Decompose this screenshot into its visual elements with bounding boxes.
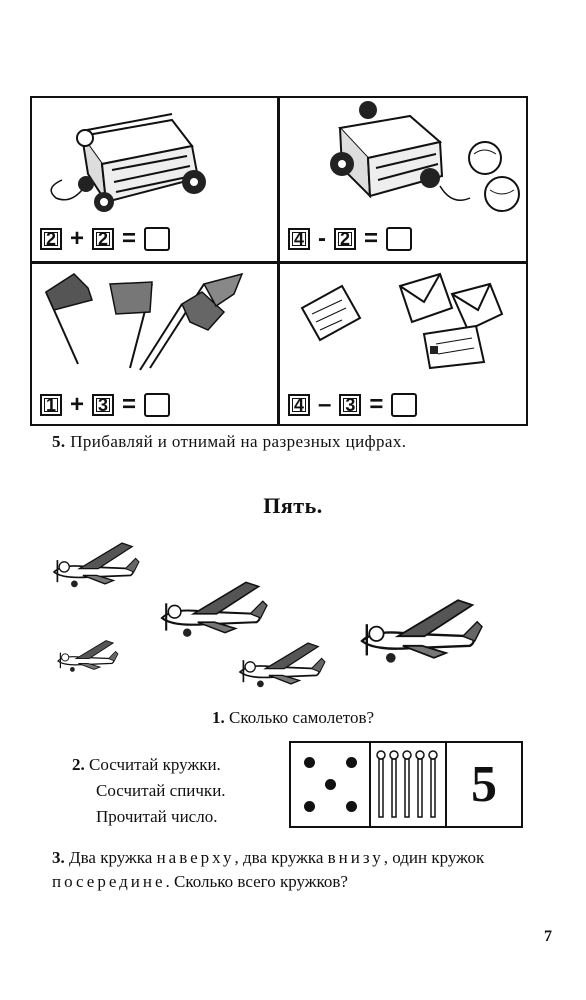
section-heading: Пять. <box>263 493 323 518</box>
dot <box>346 757 357 768</box>
task-text: Прибавляй и отнимай на разрезных цифрах. <box>65 432 407 451</box>
grid-cell-cart-balls: 4 - 2 = <box>280 98 525 261</box>
operator: - <box>318 225 326 252</box>
equals-sign: = <box>122 225 137 252</box>
question-1: 1. Сколько самолетов? <box>0 708 586 728</box>
question-text: , два кружка <box>234 848 328 867</box>
digit-card: 2 <box>92 228 115 250</box>
operator: + <box>70 225 85 252</box>
digit-card: 4 <box>288 228 310 250</box>
operator: – <box>318 391 332 418</box>
digit-card: 2 <box>40 228 62 250</box>
airplane-icon <box>160 581 269 638</box>
grid-cell-cart: 2 + 2 = <box>32 98 277 261</box>
digit-card: 3 <box>92 394 115 416</box>
matchsticks-icon <box>376 750 438 818</box>
question-line: Прочитай число. <box>96 807 218 826</box>
question-text: , один кружок <box>383 848 485 867</box>
digit-card: 3 <box>339 394 362 416</box>
airplane-icon <box>57 639 119 673</box>
dot <box>346 801 357 812</box>
question-line: Сосчитай кружки. <box>84 755 221 774</box>
equals-sign: = <box>364 225 379 252</box>
question-text: Два кружка <box>64 848 157 867</box>
task-number: 5. <box>52 432 66 451</box>
equals-sign: = <box>122 391 137 418</box>
digit-card: 2 <box>334 228 356 250</box>
page-number: 7 <box>544 928 552 945</box>
toy-cart-balls-icon <box>330 101 520 212</box>
operator: + <box>70 391 85 418</box>
equation: 2 + 2 = <box>40 225 171 252</box>
toy-cart-icon <box>50 113 206 212</box>
matches-segment <box>371 743 447 826</box>
number-five: 5 <box>471 756 497 813</box>
envelope-icon <box>300 272 504 370</box>
digit-card: 4 <box>288 394 310 416</box>
flags-icon <box>45 272 244 371</box>
question-2: 2. Сосчитай кружки. Сосчитай спички. Про… <box>72 752 226 830</box>
equals-sign: = <box>369 391 384 418</box>
grid-cell-flags: 1 + 3 = <box>32 264 277 427</box>
question-number: 3. <box>52 848 65 867</box>
question-text: Сколько самолетов? <box>224 708 375 727</box>
exercise-grid: 2 + 2 = 4 - 2 <box>30 96 528 426</box>
spaced-word: посередине <box>52 872 166 891</box>
question-3: 3. Два кружка наверху, два кружка внизу,… <box>52 846 528 894</box>
equation: 4 - 2 = <box>288 225 413 252</box>
question-number: 2. <box>72 755 85 774</box>
equation: 1 + 3 = <box>40 391 171 418</box>
answer-box[interactable] <box>386 227 413 251</box>
dot <box>325 779 336 790</box>
answer-box[interactable] <box>391 393 418 417</box>
grid-divider-horizontal <box>32 261 526 264</box>
question-line: Сосчитай спички. <box>96 781 226 800</box>
grid-cell-envelopes: 4 – 3 = <box>280 264 525 427</box>
answer-box[interactable] <box>144 393 171 417</box>
dot <box>304 801 315 812</box>
spaced-word: наверху <box>156 848 235 867</box>
spaced-word: внизу <box>327 848 384 867</box>
question-number: 1. <box>211 708 225 727</box>
airplane-icon <box>360 599 484 664</box>
airplane-icon <box>239 642 326 689</box>
task-5-instruction: 5. Прибавляй и отнимай на разрезных цифр… <box>52 432 406 452</box>
equation: 4 – 3 = <box>288 391 418 418</box>
airplane-icon <box>53 542 140 589</box>
dot <box>304 757 315 768</box>
question-text: . Сколько всего кружков? <box>165 872 348 891</box>
number-card: 5 <box>289 741 523 828</box>
airplanes-illustration <box>53 542 484 689</box>
dots-segment <box>291 743 371 826</box>
digit-segment: 5 <box>447 743 521 826</box>
digit-card: 1 <box>40 394 62 416</box>
answer-box[interactable] <box>144 227 171 251</box>
